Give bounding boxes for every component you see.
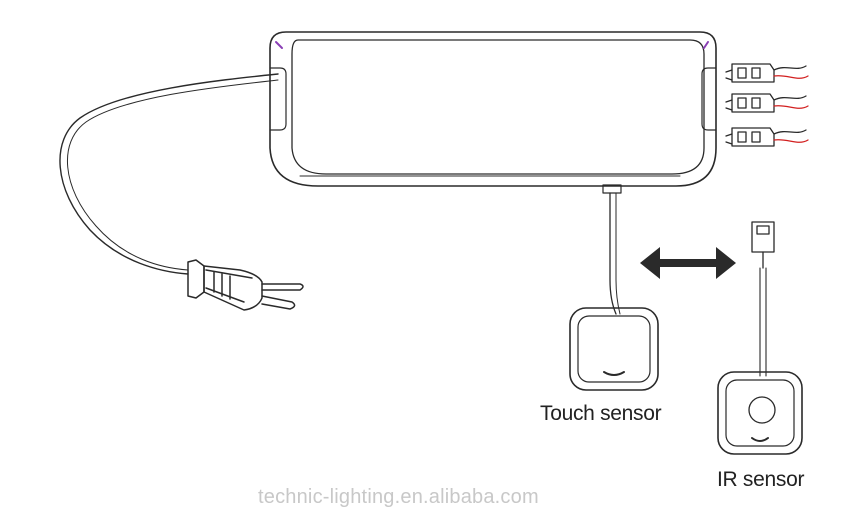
touch-sensor-cable xyxy=(609,192,617,315)
power-cable xyxy=(59,73,279,275)
connector-3 xyxy=(725,127,775,147)
accent-left xyxy=(275,41,283,49)
connector-2 xyxy=(725,93,775,113)
connector-1 xyxy=(725,63,775,83)
ir-sensor-plug xyxy=(751,221,775,269)
connector-wires xyxy=(773,65,809,143)
driver-housing xyxy=(269,31,717,194)
euro-plug xyxy=(187,259,304,311)
touch-sensor-device xyxy=(569,307,659,391)
output-connectors xyxy=(725,63,775,147)
ir-sensor-label: IR sensor xyxy=(717,468,805,491)
touch-sensor-label: Touch sensor xyxy=(540,402,662,425)
ir-sensor-cable xyxy=(759,267,767,377)
swap-arrow-icon xyxy=(640,247,736,279)
ir-sensor-device xyxy=(717,371,803,455)
accent-right xyxy=(703,41,709,49)
watermark: technic-lighting.en.alibaba.com xyxy=(258,486,539,508)
